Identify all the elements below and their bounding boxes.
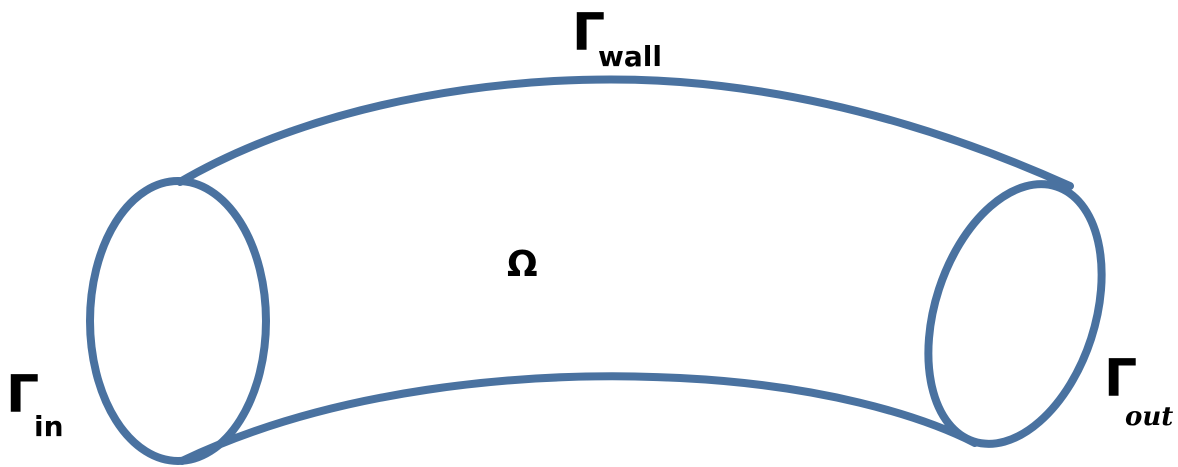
outlet-label: Γ out bbox=[1104, 349, 1173, 432]
inlet-label: Γ in bbox=[6, 365, 64, 443]
inlet-gamma-symbol: Γ bbox=[6, 365, 39, 425]
upper-wall-curve bbox=[176, 75, 1074, 190]
outlet-gamma-symbol: Γ bbox=[1104, 349, 1137, 409]
lower-wall-curve bbox=[178, 372, 979, 465]
domain-omega-label: Ω bbox=[507, 244, 538, 285]
inlet-subscript: in bbox=[34, 410, 64, 443]
inlet-ellipse bbox=[86, 177, 270, 465]
wall-label: Γ wall bbox=[572, 3, 662, 73]
wall-gamma-symbol: Γ bbox=[572, 3, 605, 63]
outlet-subscript: out bbox=[1125, 402, 1173, 432]
wall-subscript: wall bbox=[598, 40, 662, 73]
outlet-ellipse bbox=[924, 180, 1106, 448]
